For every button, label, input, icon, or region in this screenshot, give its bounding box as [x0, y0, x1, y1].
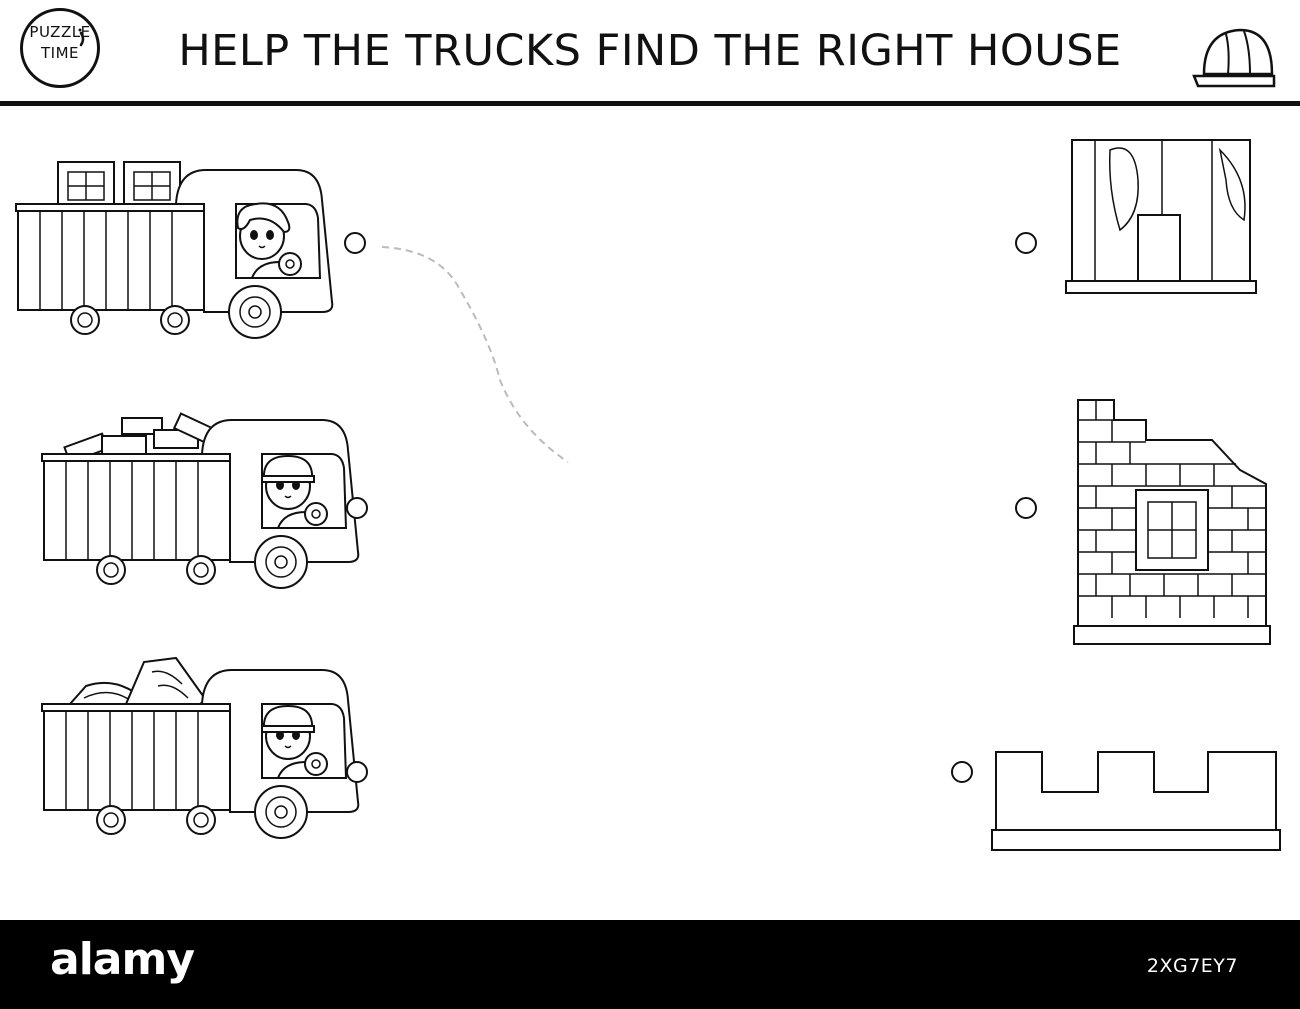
house-3-end-dot[interactable] [951, 761, 973, 783]
house-1-end-dot[interactable] [1015, 232, 1037, 254]
truck-2-start-dot[interactable] [346, 497, 368, 519]
puzzle-scene [15, 139, 1281, 851]
cargo-wood-planks [67, 656, 208, 705]
logo-line-2: TIME [40, 44, 79, 62]
puzzle-time-logo: PUZZLE TIME [20, 8, 100, 88]
house-brick [1015, 399, 1271, 645]
truck-1-windows [15, 161, 366, 339]
house-2-end-dot[interactable] [1015, 497, 1037, 519]
brand-logo: alamy [50, 934, 195, 985]
header-divider [0, 101, 1300, 106]
truck-1-start-dot[interactable] [344, 232, 366, 254]
hard-hat-icon [1192, 28, 1276, 88]
example-dashed-path [381, 246, 569, 463]
header: PUZZLE TIME HELP THE TRUCKS FIND THE RIG… [0, 0, 1300, 110]
truck-2-bricks [41, 412, 360, 589]
house-wood [1015, 139, 1257, 294]
truck-3-wood [41, 656, 360, 839]
truck-3-start-dot[interactable] [346, 761, 368, 783]
stock-image-id: 2XG7EY7 [1146, 955, 1238, 977]
page-title: HELP THE TRUCKS FIND THE RIGHT HOUSE [178, 26, 1122, 76]
logo-line-1: PUZZLE [29, 23, 91, 41]
cargo-windows [57, 161, 181, 207]
house-foundation [951, 751, 1281, 851]
stock-footer: alamy 2XG7EY7 [0, 920, 1300, 1009]
